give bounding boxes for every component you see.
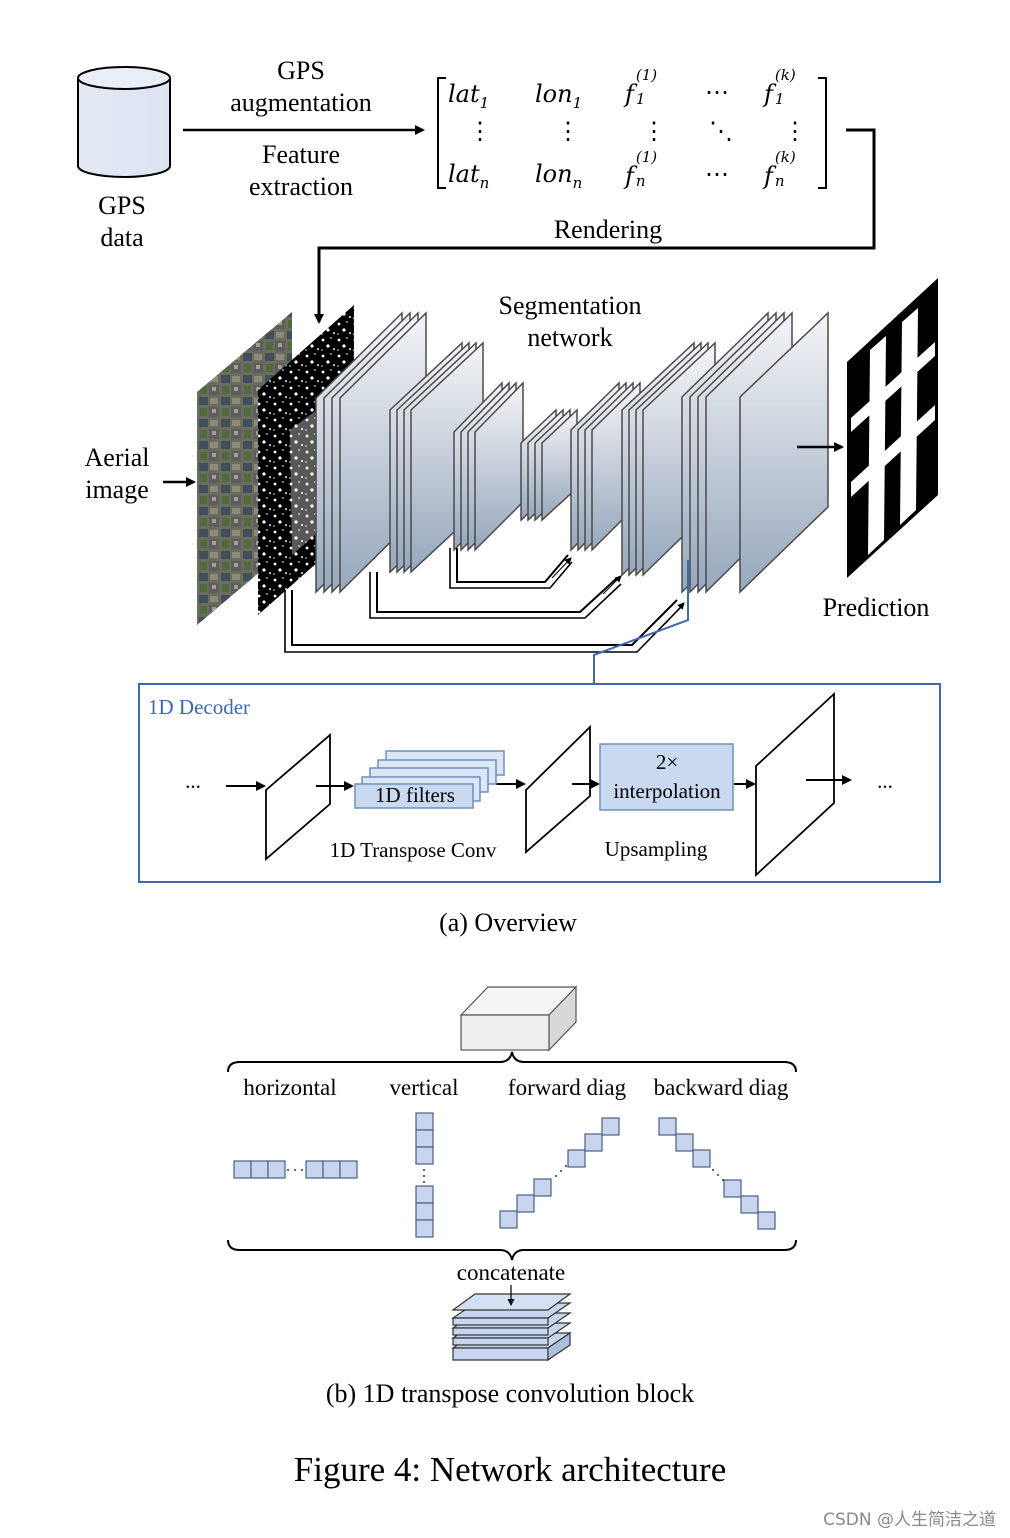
- horizontal-label: horizontal: [243, 1075, 337, 1100]
- matrix-f1-k: f(k)1: [764, 66, 796, 108]
- matrix-lat-n: latn: [448, 160, 490, 192]
- backward-diag-filter-icon: [658, 1117, 776, 1230]
- matrix-lat-1: lat1: [448, 80, 490, 112]
- decoder-elements: [226, 691, 852, 878]
- matrix-hdots-1: ⋯: [705, 78, 729, 106]
- vertical-filter-icon: [415, 1112, 434, 1238]
- decoder-ellipsis-left: ...: [185, 769, 201, 793]
- decoder-callout-line: [593, 560, 689, 684]
- matrix-vdots-1: ⋮: [468, 117, 492, 145]
- forward-diag-filter-icon: [499, 1117, 620, 1229]
- segmentation-network-label: Segmentation network: [498, 291, 642, 352]
- rendering-arrow: [314, 128, 876, 324]
- matrix-f1-1: f(1)1: [625, 66, 658, 108]
- overview-caption: (a) Overview: [439, 908, 577, 937]
- gps-augmentation-label: GPS augmentation: [230, 56, 372, 117]
- forward-diag-label: forward diag: [507, 1075, 627, 1100]
- gps-database-icon: [77, 66, 171, 178]
- input-tensor-cube: [459, 985, 578, 1052]
- block-caption: (b) 1D transpose convolution block: [325, 1379, 695, 1408]
- horizontal-filter-icon: [233, 1160, 358, 1179]
- matrix-fn-1: f(1)n: [625, 148, 658, 190]
- feature-matrix-brackets: [437, 77, 827, 189]
- decoder-title: 1D Decoder: [148, 695, 251, 719]
- vertical-label: vertical: [389, 1075, 459, 1100]
- feature-extraction-label: Feature extraction: [249, 140, 353, 201]
- matrix-hdots-n: ⋯: [705, 160, 729, 188]
- network-layers: [315, 311, 829, 594]
- filters-label: 1D filters: [375, 783, 455, 807]
- matrix-fn-k: f(k)n: [764, 148, 796, 190]
- matrix-vdots-4: ⋮: [783, 117, 807, 145]
- watermark-text: CSDN @人生简洁之道: [823, 1510, 996, 1530]
- skip-connections: [284, 548, 682, 653]
- prediction-image: [847, 278, 938, 578]
- filter-stack-icon: [354, 750, 505, 809]
- top-brace: [227, 1051, 797, 1073]
- figure-caption: Figure 4: Network architecture: [293, 1450, 727, 1489]
- prediction-label: Prediction: [822, 593, 930, 622]
- aerial-image-label: Aerial image: [84, 443, 150, 504]
- decoder-ellipsis-right: ...: [877, 769, 893, 793]
- matrix-lon-n: lonn: [535, 160, 583, 192]
- matrix-ddots: ⋱: [709, 117, 733, 145]
- interpolation-label: 2× interpolation: [613, 750, 721, 803]
- backward-diag-label: backward diag: [653, 1075, 789, 1100]
- matrix-lon-1: lon1: [535, 80, 583, 112]
- matrix-vdots-3: ⋮: [642, 117, 666, 145]
- gps-data-label: GPS data: [98, 191, 146, 252]
- upsampling-label: Upsampling: [604, 837, 708, 861]
- concatenate-label: concatenate: [456, 1260, 566, 1285]
- concatenated-stack-icon: [451, 1293, 572, 1362]
- bottom-brace: [227, 1239, 797, 1261]
- transpose-conv-label: 1D Transpose Conv: [329, 838, 497, 862]
- matrix-vdots-2: ⋮: [556, 117, 580, 145]
- interpolation-box: [599, 743, 734, 811]
- rendering-label: Rendering: [553, 215, 663, 244]
